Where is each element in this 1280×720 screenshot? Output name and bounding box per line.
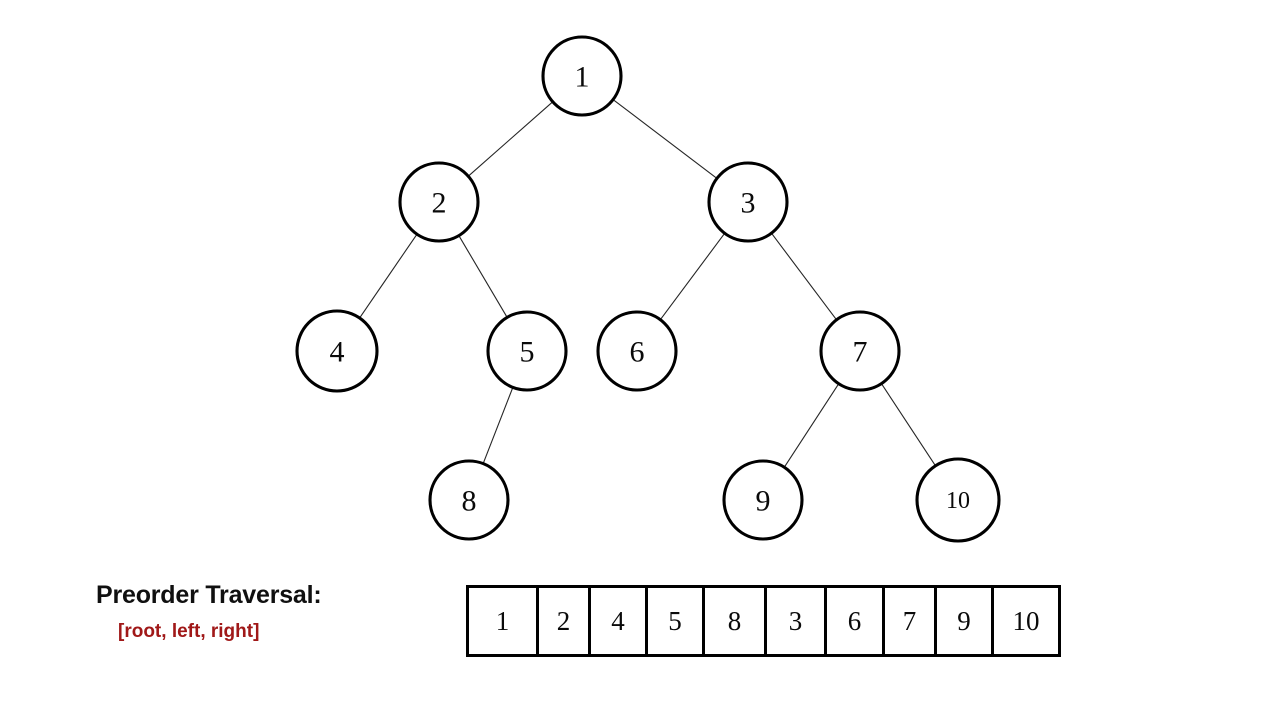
tree-edge-5-8 bbox=[482, 388, 514, 463]
array-cell-value: 10 bbox=[1012, 605, 1040, 636]
tree-edge-1-3 bbox=[613, 99, 717, 179]
tree-node-circle-5 bbox=[486, 310, 568, 392]
tree-node-label-7: 7 bbox=[853, 336, 868, 369]
tree-edge-3-7 bbox=[771, 233, 837, 320]
tree-edge-3-6 bbox=[660, 233, 725, 320]
preorder-traversal-order-note: [root, left, right] bbox=[118, 621, 260, 642]
tree-node-circle-10 bbox=[915, 457, 1001, 543]
tree-node-circle-2 bbox=[398, 161, 480, 243]
array-cell-3[interactable]: 5 bbox=[648, 588, 705, 654]
tree-node-8[interactable]: 8 bbox=[428, 459, 510, 541]
array-cell-7[interactable]: 7 bbox=[885, 588, 937, 654]
tree-nodes-layer: 1 2 3 4 5 6 7 8 9 10 bbox=[295, 35, 1001, 543]
array-cell-value: 4 bbox=[611, 605, 625, 636]
tree-node-label-10: 10 bbox=[946, 488, 970, 514]
tree-node-5[interactable]: 5 bbox=[486, 310, 568, 392]
array-cell-9[interactable]: 10 bbox=[994, 588, 1058, 654]
tree-node-label-4: 4 bbox=[330, 336, 345, 369]
tree-edge-7-10 bbox=[881, 384, 936, 466]
tree-edge-1-2 bbox=[468, 102, 553, 176]
preorder-traversal-title: Preorder Traversal: bbox=[96, 581, 322, 609]
array-cell-1[interactable]: 2 bbox=[539, 588, 591, 654]
tree-edge-2-4 bbox=[359, 234, 417, 318]
tree-node-label-2: 2 bbox=[432, 187, 447, 220]
array-cell-0[interactable]: 1 bbox=[469, 588, 539, 654]
tree-edge-7-9 bbox=[784, 384, 839, 467]
tree-edge-2-5 bbox=[458, 236, 508, 317]
tree-node-label-1: 1 bbox=[575, 61, 590, 94]
array-cell-value: 5 bbox=[668, 605, 682, 636]
tree-node-9[interactable]: 9 bbox=[722, 459, 804, 541]
array-cell-value: 3 bbox=[788, 605, 803, 636]
tree-edges-layer bbox=[359, 99, 936, 467]
traversal-result-array: 1 2 4 5 8 3 6 7 9 10 bbox=[466, 585, 1061, 657]
array-cell-4[interactable]: 8 bbox=[705, 588, 767, 654]
tree-node-1[interactable]: 1 bbox=[541, 35, 623, 117]
array-cell-value: 7 bbox=[902, 605, 917, 636]
tree-node-label-9: 9 bbox=[756, 485, 771, 518]
tree-node-label-8: 8 bbox=[462, 485, 477, 518]
array-cell-5[interactable]: 3 bbox=[767, 588, 827, 654]
caption-block: Preorder Traversal: [root, left, right] bbox=[96, 581, 426, 644]
tree-node-circle-8 bbox=[428, 459, 510, 541]
array-cell-2[interactable]: 4 bbox=[591, 588, 648, 654]
tree-node-circle-4 bbox=[295, 309, 379, 393]
array-cell-6[interactable]: 6 bbox=[827, 588, 885, 654]
tree-node-3[interactable]: 3 bbox=[707, 161, 789, 243]
tree-node-label-5: 5 bbox=[520, 336, 535, 369]
array-cell-value: 1 bbox=[495, 605, 510, 636]
tree-node-10[interactable]: 10 bbox=[915, 457, 1001, 543]
tree-node-circle-7 bbox=[819, 310, 901, 392]
array-cell-value: 2 bbox=[556, 605, 571, 636]
tree-node-label-6: 6 bbox=[630, 336, 645, 369]
tree-node-6[interactable]: 6 bbox=[596, 310, 678, 392]
tree-node-circle-9 bbox=[722, 459, 804, 541]
tree-node-circle-3 bbox=[707, 161, 789, 243]
array-cell-8[interactable]: 9 bbox=[937, 588, 994, 654]
array-cell-value: 8 bbox=[727, 605, 742, 636]
tree-node-label-3: 3 bbox=[741, 187, 756, 220]
array-cell-value: 9 bbox=[957, 605, 971, 636]
tree-node-7[interactable]: 7 bbox=[819, 310, 901, 392]
tree-node-4[interactable]: 4 bbox=[295, 309, 379, 393]
tree-node-2[interactable]: 2 bbox=[398, 161, 480, 243]
tree-node-circle-1 bbox=[541, 35, 623, 117]
array-cell-value: 6 bbox=[847, 605, 862, 636]
tree-node-circle-6 bbox=[596, 310, 678, 392]
